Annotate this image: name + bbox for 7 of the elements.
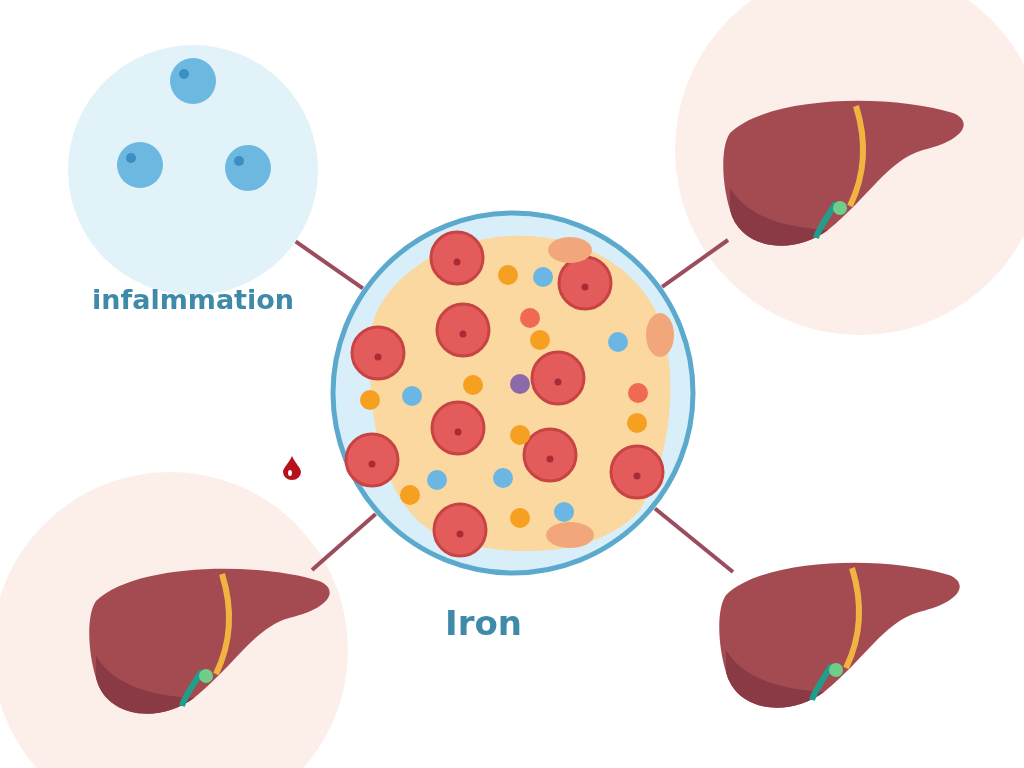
connector-line — [653, 506, 735, 574]
connector-line — [660, 238, 730, 289]
connector-line — [294, 239, 364, 290]
diagram-label: Iron — [445, 603, 522, 643]
connector-line — [310, 512, 377, 572]
blood-cells-drawing — [330, 210, 696, 576]
node-title: infalmmation — [90, 284, 296, 315]
